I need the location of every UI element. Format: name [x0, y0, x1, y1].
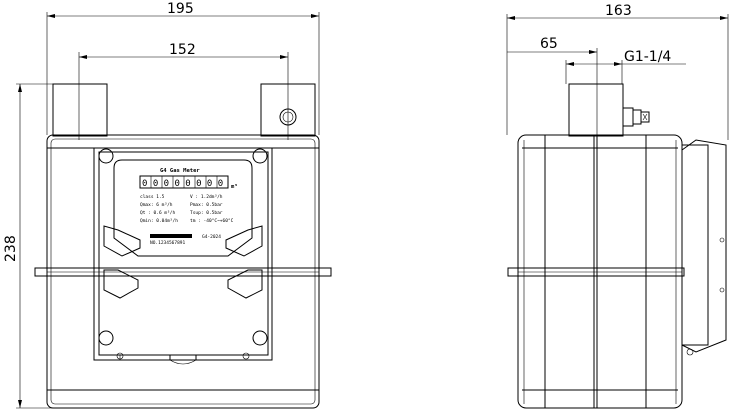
- dim-238-label: 238: [3, 235, 19, 262]
- meter-body-side: [517, 134, 683, 409]
- pmax-line: Pmax: 0.5bar: [190, 202, 223, 208]
- v-line: V : 1.2dm³/h: [190, 194, 223, 200]
- dimension-port-offset: 65: [507, 36, 598, 84]
- qmax-line: Qmax: 6 m³/h: [140, 202, 173, 208]
- dim-195-label: 195: [167, 1, 194, 17]
- dim-163-label: 163: [605, 3, 632, 19]
- qt-line: Qt : 0.6 m³/h: [140, 210, 176, 216]
- port-right: [260, 83, 316, 140]
- port-left: [52, 83, 108, 140]
- qmin-line: Qmin: 0.04m³/h: [140, 218, 178, 224]
- model-code: G4-2024: [202, 234, 221, 240]
- dimension-overall-height: 238: [3, 83, 55, 409]
- dim-152-label: 152: [169, 42, 196, 58]
- class-line: class 1.5: [140, 194, 165, 200]
- front-cover-profile: [681, 139, 727, 356]
- dim-65-label: 65: [540, 36, 558, 52]
- dimension-overall-width: 195: [46, 1, 320, 135]
- mounting-band-side: [507, 267, 685, 277]
- front-view: 195 152 238: [3, 1, 332, 409]
- tsup-line: Tsup: 0.5bar: [190, 210, 223, 216]
- nameplate-title: G4 Gas Meter: [160, 168, 200, 174]
- tm-line: tm : -40°C~+60°C: [190, 218, 234, 224]
- counter-display: 00000000: [139, 175, 229, 189]
- mounting-band-front: [34, 267, 332, 277]
- serial-number: NO.1234567891: [150, 240, 186, 246]
- front-cover: [93, 147, 273, 365]
- thread-spec-label: G1-1/4: [624, 49, 671, 65]
- barcode: [150, 234, 192, 238]
- side-view: 163 65 G1-1/4: [506, 3, 729, 409]
- dimension-port-spacing: 152: [78, 42, 289, 84]
- port-side: [568, 83, 624, 140]
- test-nipple: [622, 107, 650, 127]
- nameplate: G4 Gas Meter 00000000 m³ class 1.5 V : 1…: [113, 159, 253, 257]
- counter-digits: 00000000: [142, 179, 229, 189]
- dimension-overall-depth: 163: [506, 3, 729, 140]
- counter-unit: m³: [231, 183, 238, 190]
- dimension-thread: G1-1/4: [565, 49, 686, 84]
